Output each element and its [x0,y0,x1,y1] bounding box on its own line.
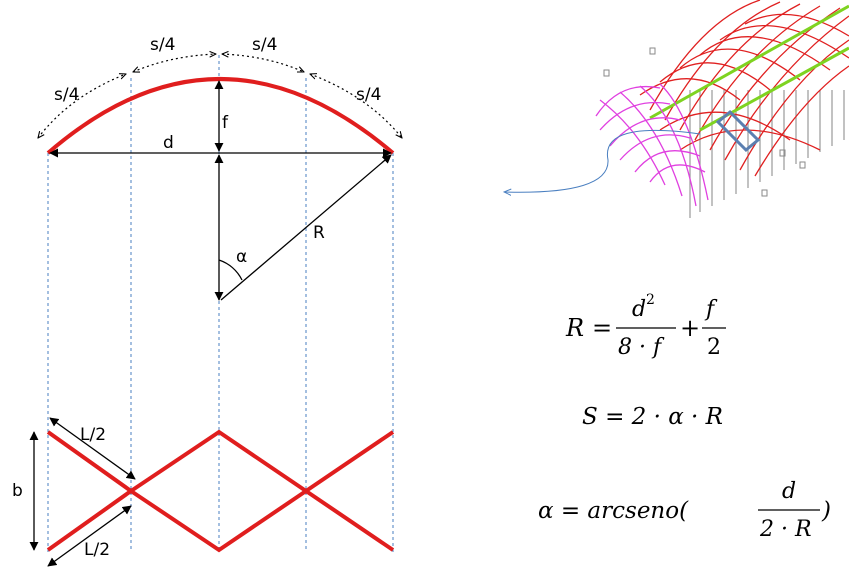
roof-end-arch [595,83,709,207]
formula-radius-num2: f [704,297,718,322]
dimension-lines [49,80,392,301]
highlight-module [715,109,761,153]
formula-angle-lhs: α = arcseno( [538,498,689,524]
zigzag-members [46,429,395,553]
arc-length-arrow [222,54,304,73]
half-length-arrow-top [49,417,136,480]
formula-angle-den: 2 · R [759,517,812,542]
arc-length-arrow [133,54,216,72]
radius-line [220,154,392,301]
formula-radius-plus: + [680,314,700,342]
half-length-label: L/2 [84,540,110,560]
formula-radius-sup: 2 [646,292,655,308]
formula-angle-close: ) [821,498,831,524]
callout-arrow [504,129,701,192]
roof-markers [603,47,806,197]
formula-radius-eq: = [592,314,612,342]
guide-lines [47,55,394,552]
arch-curve [46,77,395,155]
formula-radius-den2: 2 [707,335,721,360]
formula-angle-num: d [782,479,796,504]
formula-radius-lhs: R [565,314,584,342]
angle-label: α [236,247,247,267]
arc-quarter-label: s/4 [252,35,277,55]
arc-length-arrow [38,74,126,138]
formula-angle: α = arcseno( d 2 · R ) [538,479,831,542]
formula-radius-num1: d [632,297,646,322]
half-length-label: L/2 [80,425,106,445]
angle-arc [218,259,243,281]
radius-label: R [313,223,325,243]
formula-radius: R = d 2 8 · f + f 2 [565,292,726,360]
formula-radius-den1: 8 · f [618,335,665,360]
width-label: b [12,481,23,501]
arc-length-arrows [38,54,402,138]
roof-structure-illustration [504,0,849,218]
rise-label: f [222,113,229,133]
formula-arc-length: S = 2 · α · R [582,404,723,430]
arc-quarter-label: s/4 [54,85,79,105]
bottom-dimensions [29,417,136,567]
half-length-arrow-bottom [47,505,132,567]
arc-quarter-label: s/4 [150,35,175,55]
arc-length-arrow [310,74,402,138]
arc-quarter-label: s/4 [356,85,381,105]
chord-label: d [163,133,174,153]
